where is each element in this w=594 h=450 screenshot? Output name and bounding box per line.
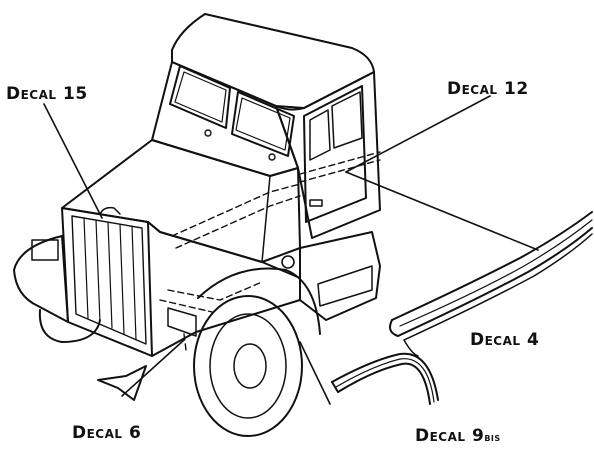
front-fender <box>13 221 301 357</box>
decal-15-stripe <box>171 183 301 249</box>
label-decal-4: Decal 4 <box>470 330 540 350</box>
windshield <box>169 65 295 161</box>
leader-decal-6 <box>121 339 185 397</box>
cab <box>151 13 381 239</box>
front-wheel <box>193 267 321 437</box>
leader-decal-12 <box>345 95 491 173</box>
leader-decal-15 <box>43 103 103 219</box>
label-decal-6: Decal 6 <box>72 423 142 443</box>
cab-door <box>303 85 367 223</box>
rear-wheel-hint <box>38 309 101 343</box>
decal-12-stripe <box>299 151 381 175</box>
leader-decal-4 <box>345 171 539 251</box>
label-decal-15: Decal 15 <box>6 84 88 104</box>
decal-6-stripe <box>159 281 263 351</box>
grille <box>61 206 153 357</box>
leader-lines <box>43 95 539 405</box>
fuel-tank-step <box>281 231 381 321</box>
decal-4-shape <box>389 211 593 357</box>
hood <box>61 139 301 263</box>
decal-12-stripe-lower <box>299 159 381 183</box>
label-decal-12: Decal 12 <box>447 79 529 99</box>
leader-decal-9bis <box>299 341 331 405</box>
decal-6-shape <box>97 365 147 401</box>
label-decal-9bis: Decal 9bis <box>415 426 501 446</box>
decal-9bis-shape <box>331 352 439 405</box>
